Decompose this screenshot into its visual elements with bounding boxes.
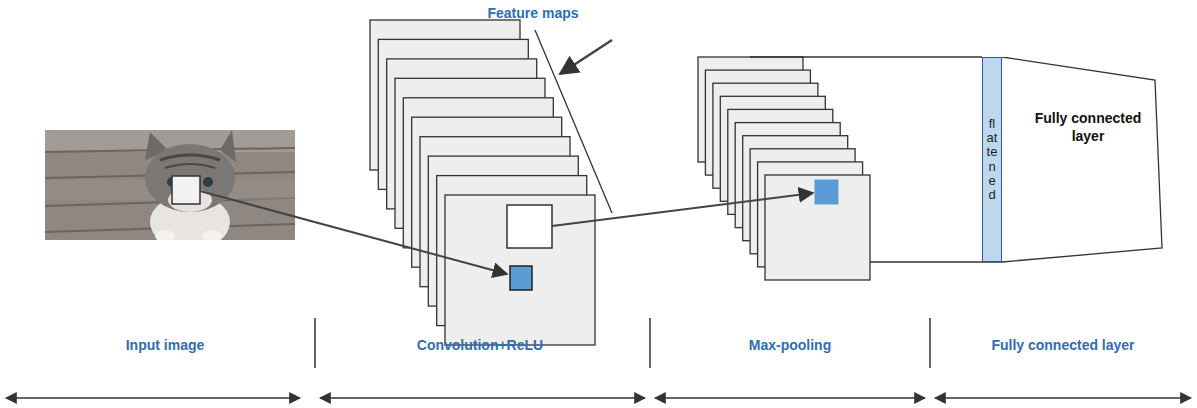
- layer-title: Fully connected layer: [1028, 109, 1148, 145]
- section-label: Max-pooling: [749, 337, 831, 354]
- feature-map-stack: [370, 20, 595, 345]
- section-label: Fully connected layer: [991, 337, 1134, 354]
- band-text: flattened: [986, 117, 999, 203]
- trapezoid-outline: [1002, 57, 1167, 267]
- section-label: Input image: [126, 337, 205, 354]
- kitten-photo: [45, 130, 295, 240]
- section-label: Convolution+ReLU: [417, 337, 543, 354]
- fully-connected-layer: Fully connected layer: [1002, 57, 1167, 267]
- flattened-band: flattened: [982, 57, 1002, 262]
- pooled-map-stack: [698, 57, 870, 280]
- feature-maps-label: Feature maps: [487, 5, 578, 22]
